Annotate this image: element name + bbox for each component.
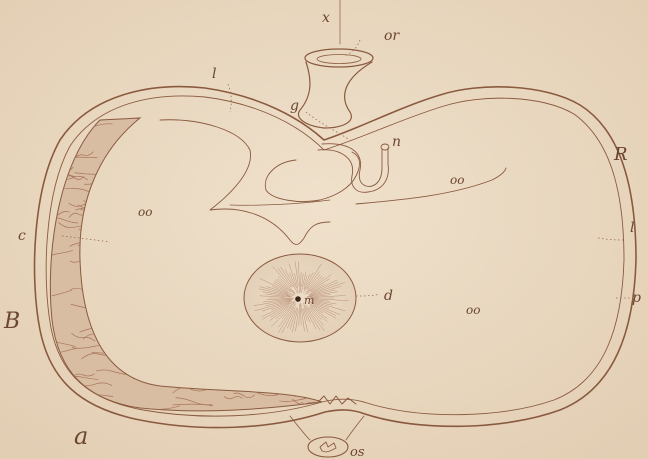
label-oo-left: oo bbox=[138, 205, 152, 219]
label-l-right: l bbox=[630, 220, 634, 236]
label-n: n bbox=[392, 134, 401, 150]
label-oo-center: oo bbox=[466, 303, 480, 317]
label-x: x bbox=[322, 10, 330, 26]
label-p: p bbox=[632, 290, 641, 306]
label-or: or bbox=[384, 28, 400, 44]
label-d: d bbox=[384, 288, 393, 304]
label-g: g bbox=[290, 98, 299, 114]
label-c: c bbox=[18, 228, 26, 244]
disc-nucleus bbox=[295, 296, 301, 302]
label-l-top: l bbox=[212, 66, 216, 82]
label-oo-right-top: oo bbox=[450, 173, 464, 187]
label-os: os bbox=[350, 445, 365, 459]
label-R: R bbox=[613, 144, 628, 165]
label-a: a bbox=[74, 422, 88, 450]
label-B: B bbox=[3, 309, 20, 334]
label-m: m bbox=[304, 294, 314, 307]
